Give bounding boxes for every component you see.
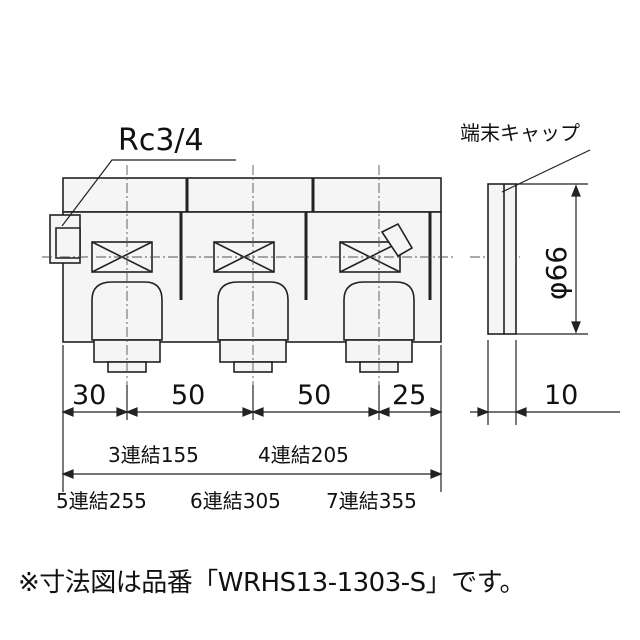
leader-lines — [61, 149, 591, 227]
end-cap-label: 端末キャップ — [460, 121, 580, 145]
dimension-30: 30 — [72, 380, 106, 411]
end-cap — [487, 183, 517, 335]
thread-leader — [61, 159, 236, 227]
end-cap-body — [487, 183, 517, 335]
footnote: ※寸法図は品番「WRHS13-1303-S」です。 — [18, 568, 526, 598]
dimension-lines — [61, 340, 620, 492]
length-6-units: 6連結305 — [190, 489, 281, 513]
length-3-units: 3連結155 — [108, 443, 199, 467]
section-dividers — [179, 178, 432, 300]
cap-leader — [501, 149, 591, 193]
dimension-10: 10 — [544, 380, 578, 411]
inlet-flange — [55, 227, 81, 259]
thread-label: Rc3/4 — [118, 123, 204, 158]
dimension-25: 25 — [392, 380, 426, 411]
dimension-50-a: 50 — [171, 380, 205, 411]
top-rail — [62, 177, 442, 213]
diameter-dimension — [516, 183, 588, 335]
length-4-units: 4連結205 — [258, 443, 349, 467]
dimension-50-b: 50 — [297, 380, 331, 411]
vent-tab — [380, 222, 414, 258]
diameter-label: φ66 — [540, 246, 573, 300]
length-5-units: 5連結255 — [56, 489, 147, 513]
length-7-units: 7連結355 — [326, 489, 417, 513]
